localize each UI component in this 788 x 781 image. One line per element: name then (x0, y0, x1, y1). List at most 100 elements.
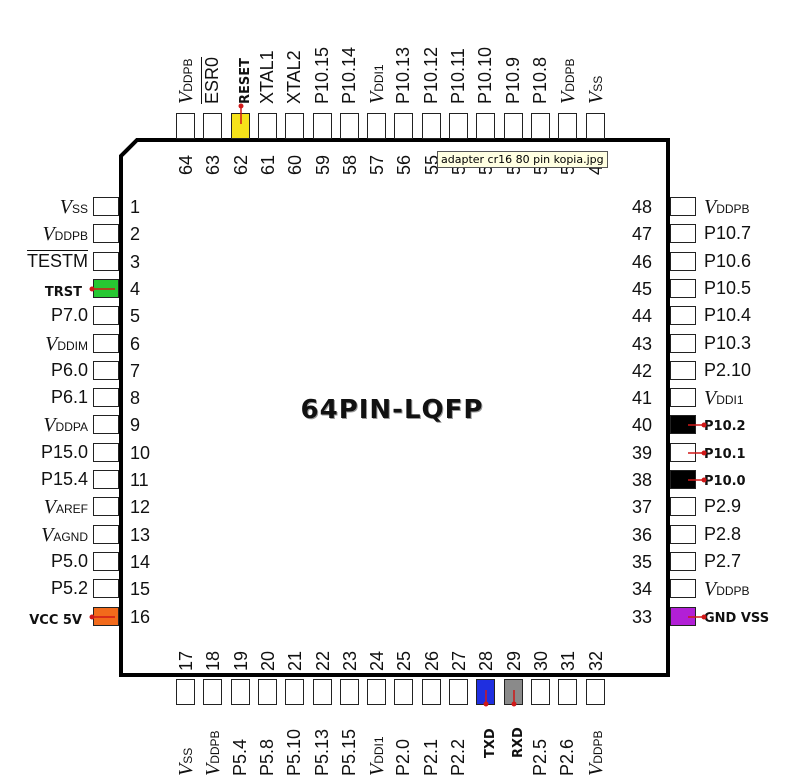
pin-name-text: P5.15 (338, 728, 359, 776)
pin-pad-bottom (203, 679, 223, 705)
pin-pad-bottom (558, 679, 578, 705)
pin-pad-left (93, 388, 119, 408)
pin-name-sub: DDPB (208, 730, 223, 764)
pin-name-sub: SS (71, 202, 88, 216)
pin-name-v: V (43, 496, 56, 519)
pin-pad-top (312, 113, 332, 139)
pin-pad-bottom (367, 679, 387, 705)
pin-pad-bottom (285, 679, 305, 705)
pin-name-sub: DDI1 (372, 736, 387, 764)
pin-name-v: V (175, 763, 197, 776)
callout-line (688, 614, 707, 619)
pin-name-sub: AREF (55, 502, 88, 517)
pin-number: 48 (632, 197, 653, 217)
pin-label-bottom: VDDPB (584, 730, 607, 776)
callout-line (511, 690, 517, 707)
pin-name-text: P2.0 (393, 738, 414, 776)
pin-label-right: P10.1 (704, 443, 746, 461)
pin-label-bottom: VDDPB (202, 730, 224, 776)
pin-name-v: V (41, 523, 54, 546)
pin-number: 34 (632, 579, 653, 600)
pin-label-right: P10.6 (704, 252, 751, 270)
pin-label-bottom: P5.15 (338, 728, 359, 776)
pin-name-text: P10.3 (704, 332, 752, 353)
pin-pad-top (203, 113, 223, 139)
pin-label-right: P2.8 (704, 525, 741, 543)
pin-number: 38 (632, 470, 653, 490)
callout-line (688, 450, 707, 456)
pin-pad-top (449, 113, 468, 139)
pin-name-text: GND VSS (704, 610, 770, 626)
pin-number: 13 (130, 524, 151, 545)
pin-name-sub: SS (181, 747, 195, 764)
pin-number: 24 (367, 650, 388, 671)
pin-number: 44 (632, 306, 653, 327)
pin-label-top: P10.9 (503, 57, 523, 104)
pin-number: 59 (312, 154, 333, 175)
pin-pad-left (93, 251, 119, 271)
pin-number: 2 (130, 224, 141, 245)
pin-label-left: VCC 5V (29, 609, 82, 627)
pin-name-v: V (704, 196, 717, 218)
pin-pad-bottom (257, 679, 277, 705)
pin-number: 19 (230, 650, 251, 671)
pin-pad-right (670, 551, 696, 571)
pin-pad-right (670, 251, 696, 271)
pin-name-text: TRST (44, 284, 82, 300)
pin-label-right: VDDPB (704, 579, 750, 599)
pin-name-text: P5.2 (50, 578, 88, 599)
pin-number: 20 (257, 650, 278, 671)
pin-name-text: P2.2 (448, 738, 468, 776)
pin-name-text: P5.0 (50, 550, 88, 571)
pin-name-text: P2.9 (704, 496, 742, 517)
pin-pad-left (93, 524, 119, 544)
pin-number: 47 (632, 224, 653, 245)
pin-name-sub: DDPA (55, 420, 88, 435)
pin-pad-top (176, 113, 195, 139)
pin-label-top: XTAL2 (284, 50, 304, 104)
pin-label-bottom: TXD (479, 728, 498, 758)
pin-number: 5 (130, 306, 141, 327)
pin-pad-right (670, 197, 696, 216)
pin-label-right: VDDPB (704, 197, 750, 217)
pin-label-left: P15.0 (41, 443, 88, 461)
pin-pad-bottom (230, 679, 250, 705)
pin-label-bottom: P2.2 (448, 738, 468, 776)
pin-name-text: P2.1 (420, 738, 441, 776)
pin-number: 27 (449, 650, 469, 671)
pin-number: 36 (632, 524, 653, 545)
pin-label-bottom: P2.5 (530, 739, 550, 776)
pin-number: 60 (285, 154, 306, 175)
pin-label-left: VDDPB (42, 224, 88, 244)
pin-pad-right (670, 579, 696, 599)
pin-name-text: P10.12 (420, 46, 441, 104)
pin-number: 18 (203, 650, 224, 671)
pin-label-left: VDDIM (45, 334, 88, 354)
pin-name-v: V (584, 763, 607, 776)
pin-pad-bottom (421, 679, 441, 705)
pin-pad-left (93, 360, 119, 380)
pin-name-text: P5.13 (311, 728, 332, 776)
pin-label-bottom: P2.0 (393, 738, 414, 776)
pin-label-top: VSS (585, 76, 607, 104)
pin-number: 7 (130, 360, 141, 381)
pin-pad-top (503, 113, 523, 139)
pin-number: 4 (130, 278, 141, 299)
pin-number: 32 (585, 650, 606, 671)
pin-number: 6 (130, 333, 141, 354)
pin-name-text: P15.4 (40, 469, 88, 489)
pin-name-v: V (45, 332, 58, 355)
pin-label-left: TRST (45, 281, 82, 299)
pin-label-top: ESR0 (202, 57, 222, 104)
pin-pad-left (93, 415, 119, 435)
pin-number: 28 (476, 650, 497, 671)
pin-number: 3 (130, 251, 141, 272)
pin-number: 14 (130, 551, 151, 572)
pin-number: 61 (257, 154, 278, 175)
chip-title: 64PIN-LQFP (300, 395, 484, 425)
pin-pad-right (670, 278, 696, 298)
pin-name-v: V (43, 414, 56, 437)
pin-name-sub: DDPB (716, 202, 750, 216)
pin-label-top: XTAL1 (257, 50, 277, 104)
